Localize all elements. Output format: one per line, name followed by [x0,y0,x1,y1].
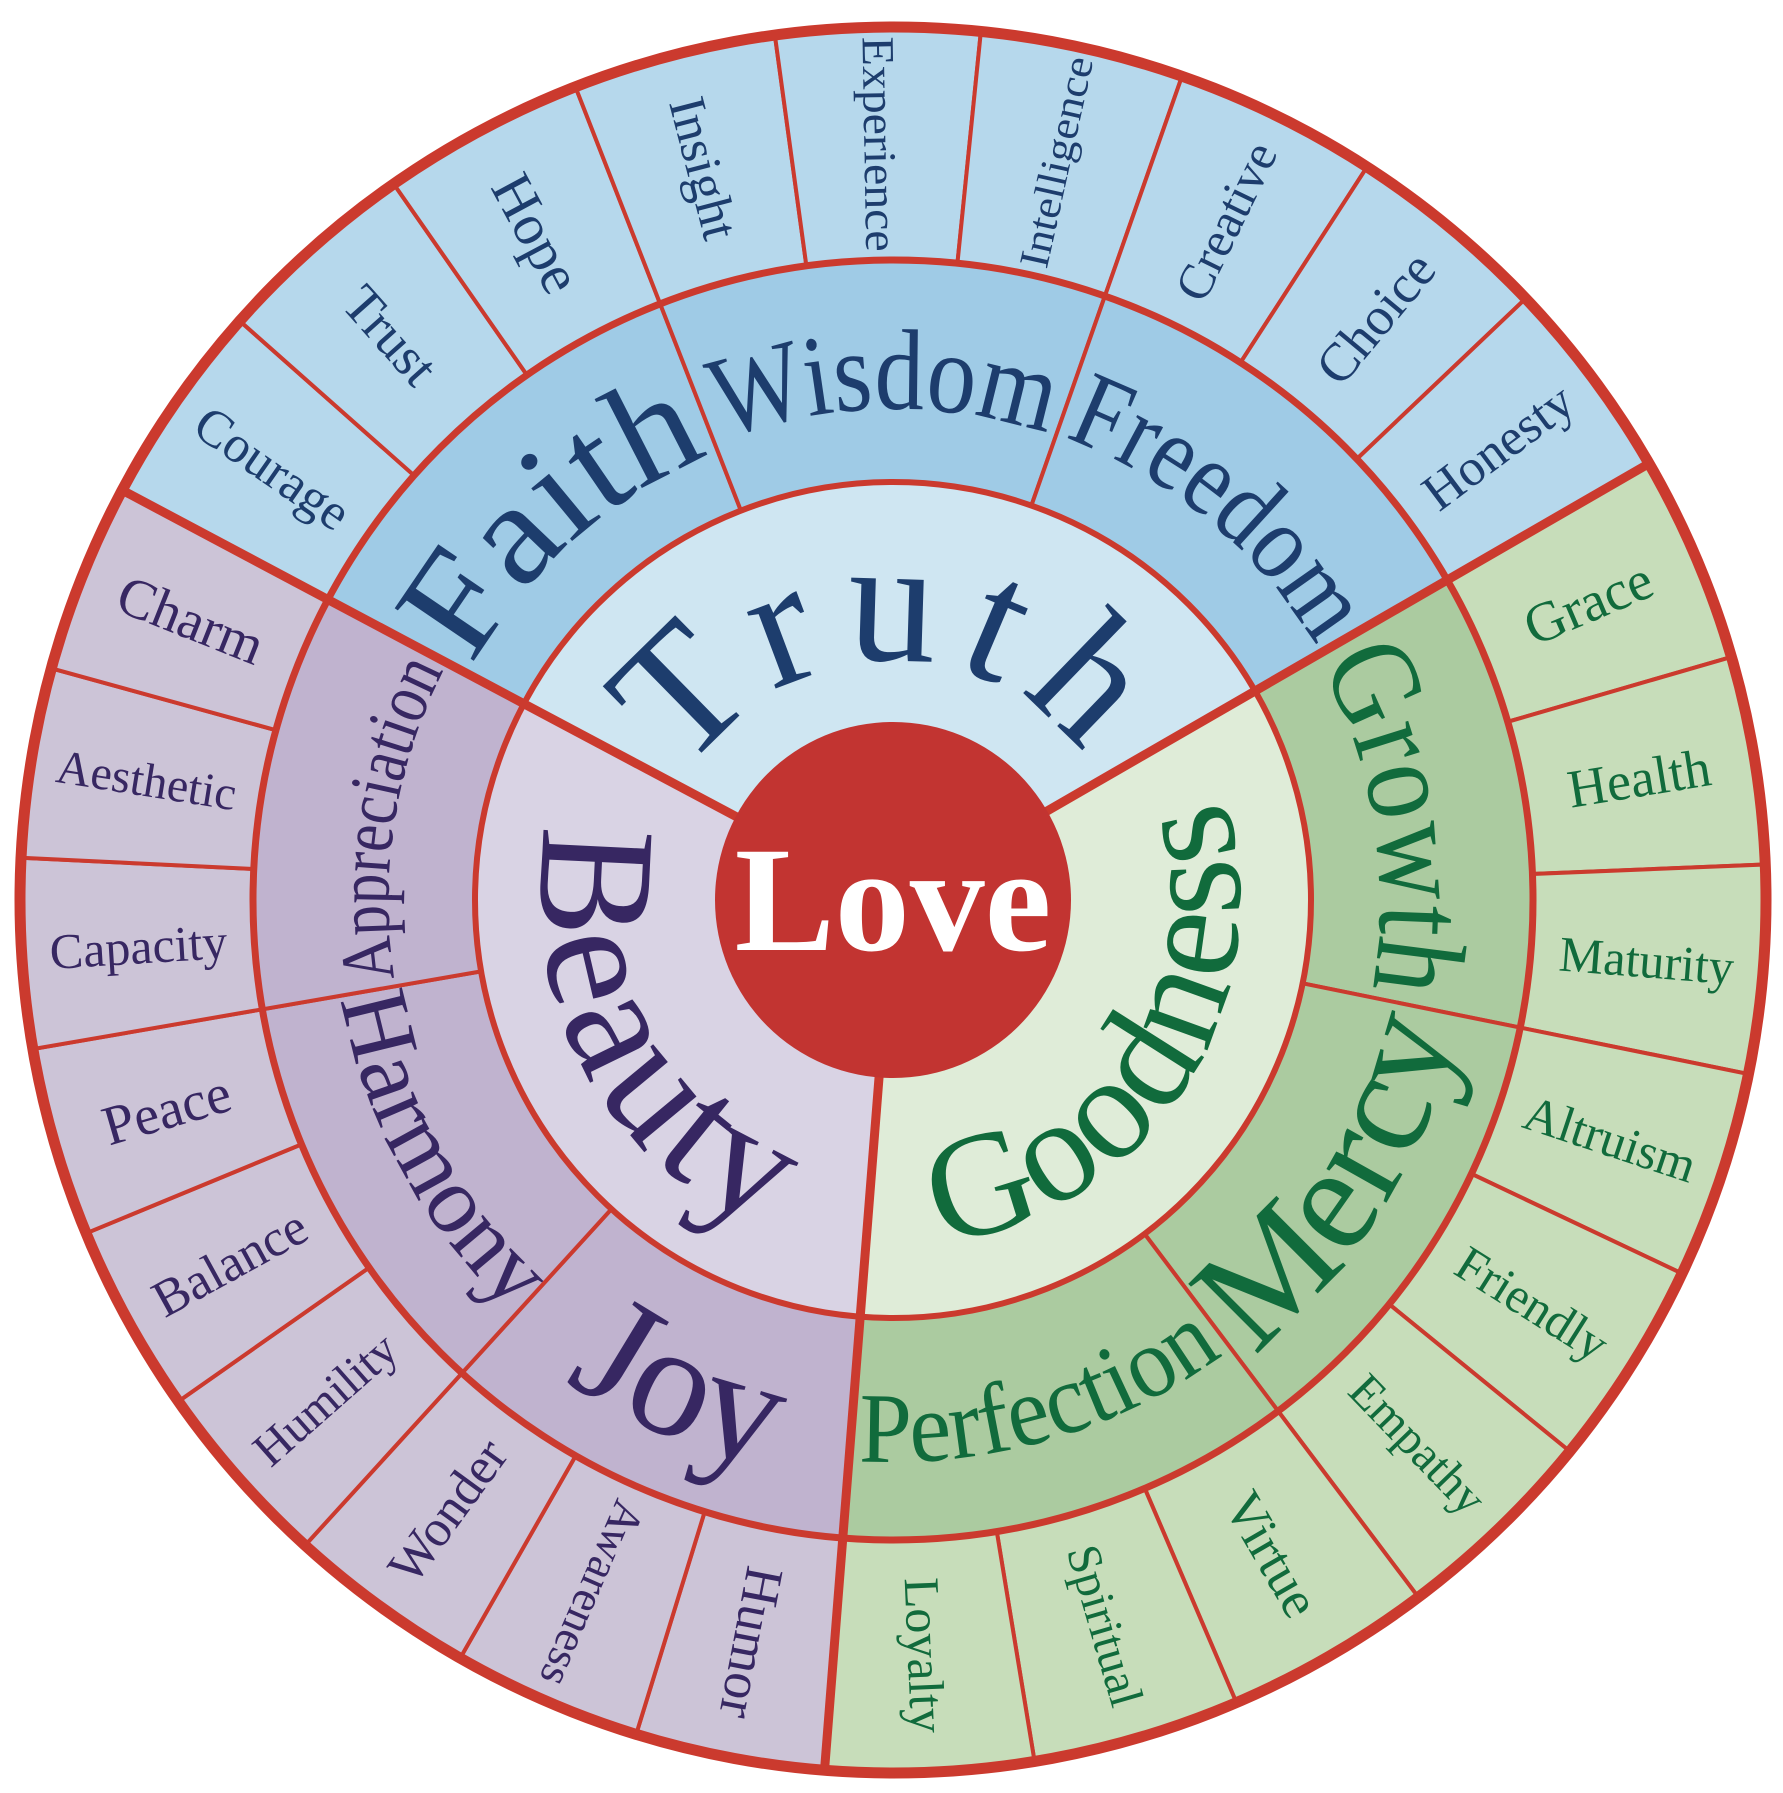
inner-ring-border [472,479,1314,1321]
outer-experience-label: Experience [852,36,907,252]
sector-divider [1037,459,1652,819]
sector-divider [120,486,746,825]
divider-lines-layer [14,21,1772,1779]
outer-capacity-label: Capacity [48,913,229,980]
sector-divider [820,1069,885,1771]
outer-rim [14,21,1772,1779]
segments-layer [18,25,1768,1775]
center-circle [715,722,1071,1078]
center-label: Love [735,817,1052,983]
outer-loyalty-label: Loyalty [894,1576,957,1734]
middle-ring-border [249,256,1537,1544]
outer-maturity-label: Maturity [1557,926,1736,996]
